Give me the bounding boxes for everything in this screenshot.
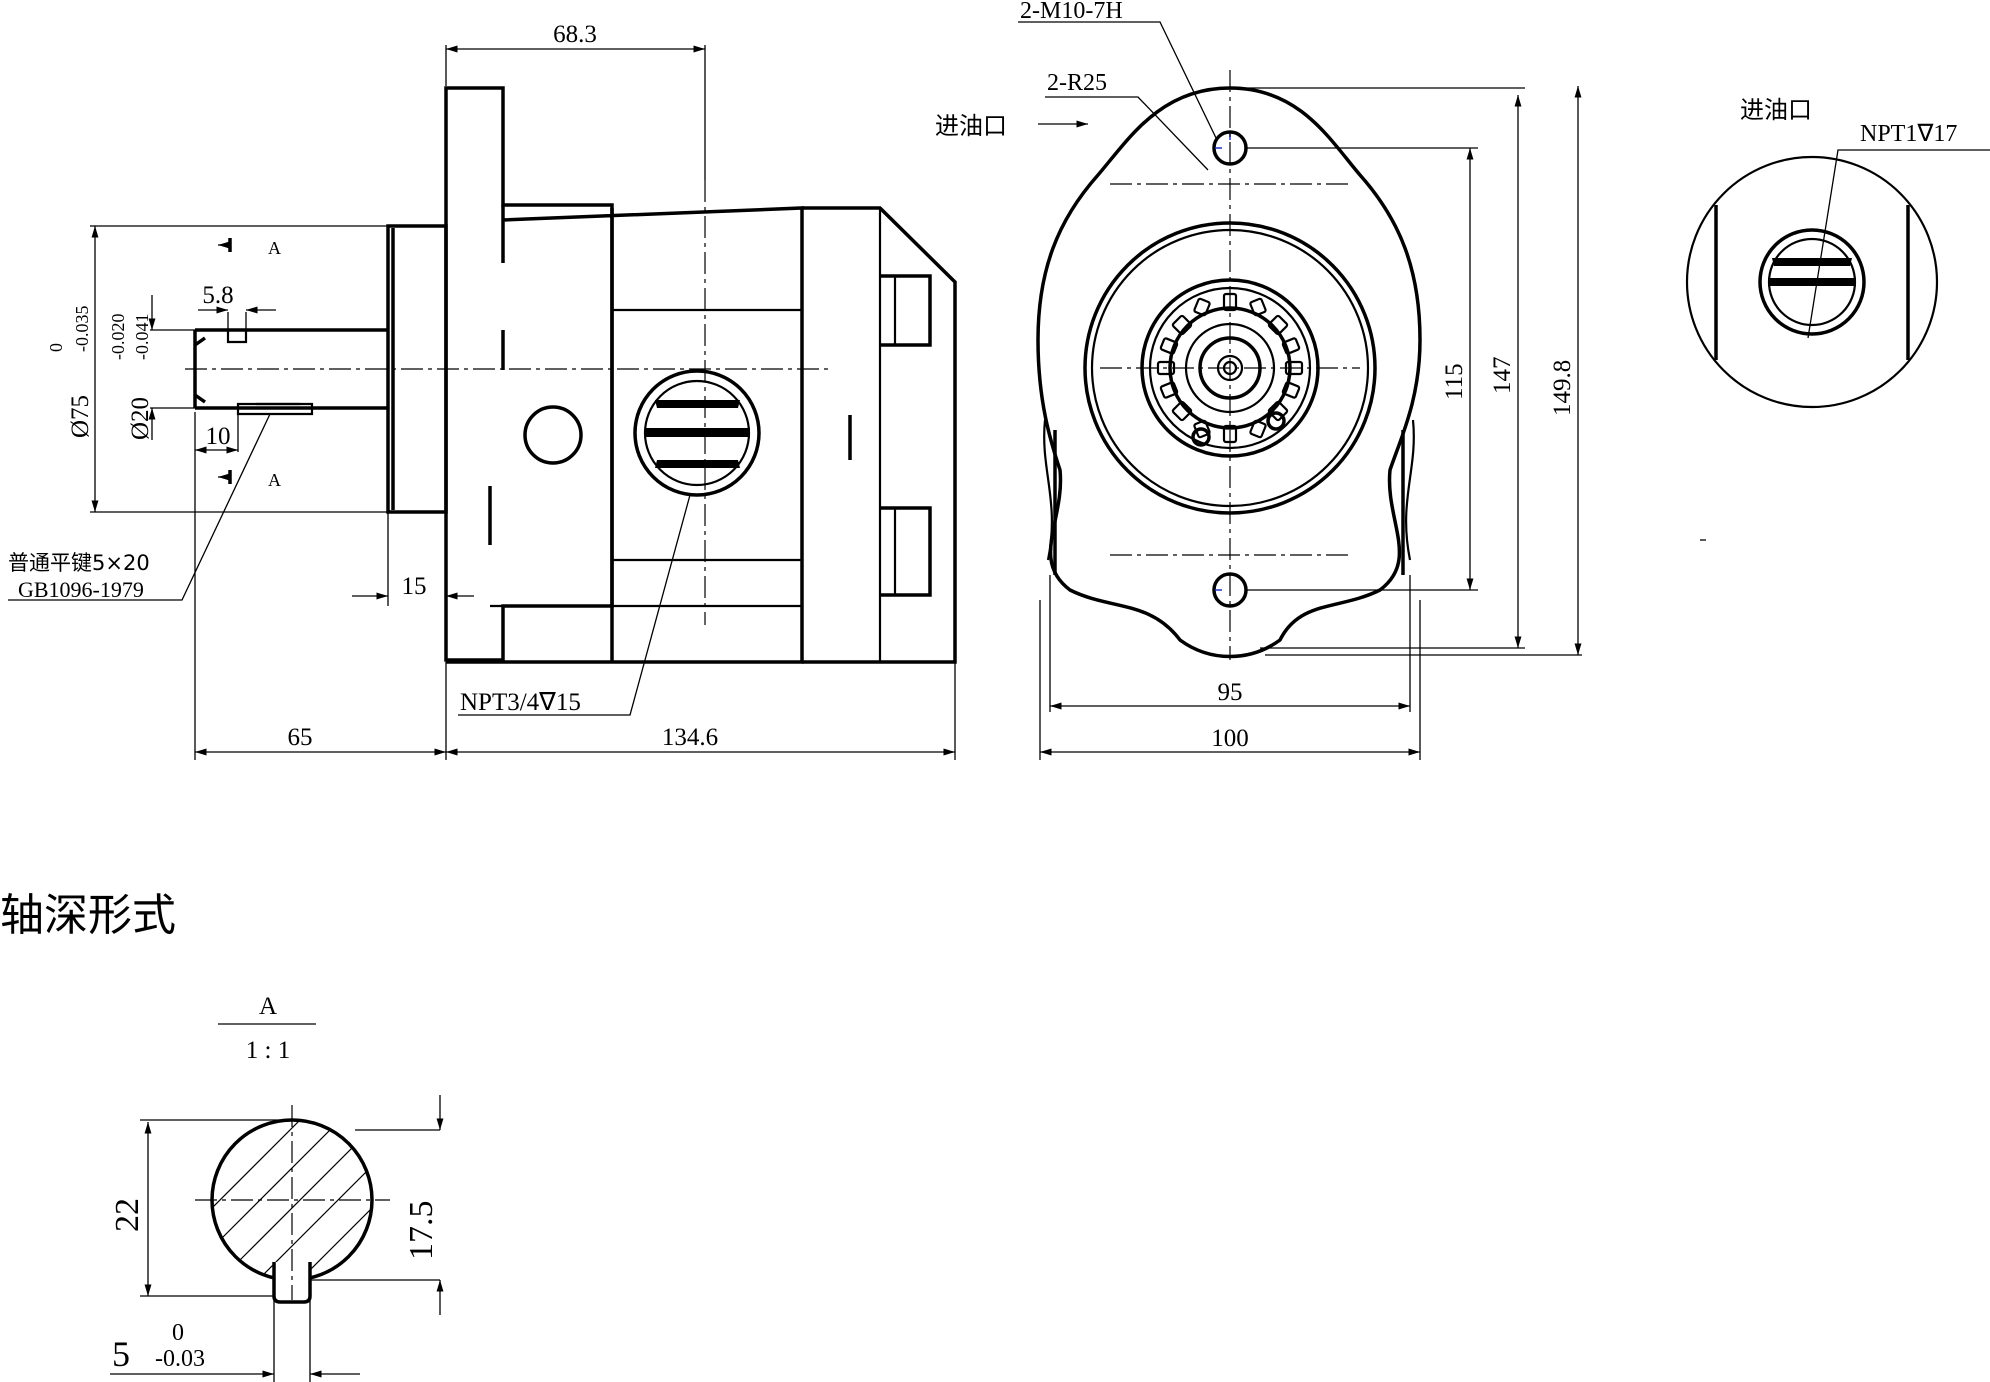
dim-17-5: 17.5 — [403, 1201, 440, 1261]
rear-cover — [802, 206, 957, 664]
side-view — [185, 86, 957, 664]
section-title: A — [259, 993, 277, 1020]
dim-115: 115 — [1441, 363, 1468, 400]
npt34-label: NPT3/4∇15 — [460, 689, 581, 716]
dim-phi20: Ø20 — [127, 397, 154, 440]
dim-15: 15 — [402, 573, 427, 600]
side-port-hole — [523, 405, 583, 465]
inlet-detail-view: NPT1∇17 进油口 — [1685, 96, 1990, 541]
npt1-label: NPT1∇17 — [1860, 121, 1957, 147]
dim-5-upper: 0 — [172, 1320, 184, 1346]
dim-68-3: 68.3 — [553, 21, 597, 48]
body-main — [446, 205, 804, 664]
side-view-dimensions: 68.3 65 134.6 15 5.8 10 Ø75 0 -0.035 Ø20… — [8, 21, 956, 760]
side-outlet-port — [633, 369, 761, 497]
front-view-dimensions: 95 100 115 147 149.8 2-M10-7H 2-R25 进油口 — [935, 0, 1582, 760]
shaft-form-title: 轴深形式 — [0, 890, 176, 941]
section-scale: 1 : 1 — [246, 1037, 290, 1064]
radius-label: 2-R25 — [1047, 70, 1107, 96]
dim-phi75: Ø75 — [67, 395, 94, 438]
dim-phi75-lower: -0.035 — [72, 306, 92, 353]
dim-5-8: 5.8 — [202, 282, 233, 309]
front-outline — [1036, 86, 1422, 659]
dim-phi20-upper: -0.020 — [108, 314, 128, 361]
dim-phi75-upper: 0 — [46, 343, 66, 352]
dim-phi20-lower: -0.041 — [132, 314, 152, 361]
front-view — [1036, 70, 1422, 660]
section-a-view: A 1 : 1 22 17.5 5 0 -0.03 — [109, 993, 444, 1382]
section-mark-top: A — [268, 238, 281, 258]
dim-5-lower: -0.03 — [155, 1346, 205, 1372]
dim-149-8: 149.8 — [1549, 360, 1576, 416]
section-keyway — [272, 1262, 312, 1304]
shaft — [193, 328, 388, 416]
key-name-label: 普通平键5×20 — [8, 551, 150, 575]
dim-5: 5 — [112, 1334, 130, 1374]
thread-holes-label: 2-M10-7H — [1020, 0, 1123, 24]
dim-100: 100 — [1211, 725, 1249, 752]
inlet-front-label: 进油口 — [935, 112, 1007, 140]
body-front-plate — [444, 86, 614, 662]
dim-147: 147 — [1489, 357, 1516, 395]
dim-134-6: 134.6 — [662, 724, 718, 751]
section-mark-bottom: A — [268, 470, 281, 490]
dim-95: 95 — [1218, 679, 1243, 706]
dim-22: 22 — [109, 1198, 146, 1232]
inlet-side-label: 进油口 — [1740, 96, 1812, 124]
dim-10: 10 — [206, 423, 231, 450]
dim-65: 65 — [288, 724, 313, 751]
key-std-label: GB1096-1979 — [18, 577, 144, 602]
